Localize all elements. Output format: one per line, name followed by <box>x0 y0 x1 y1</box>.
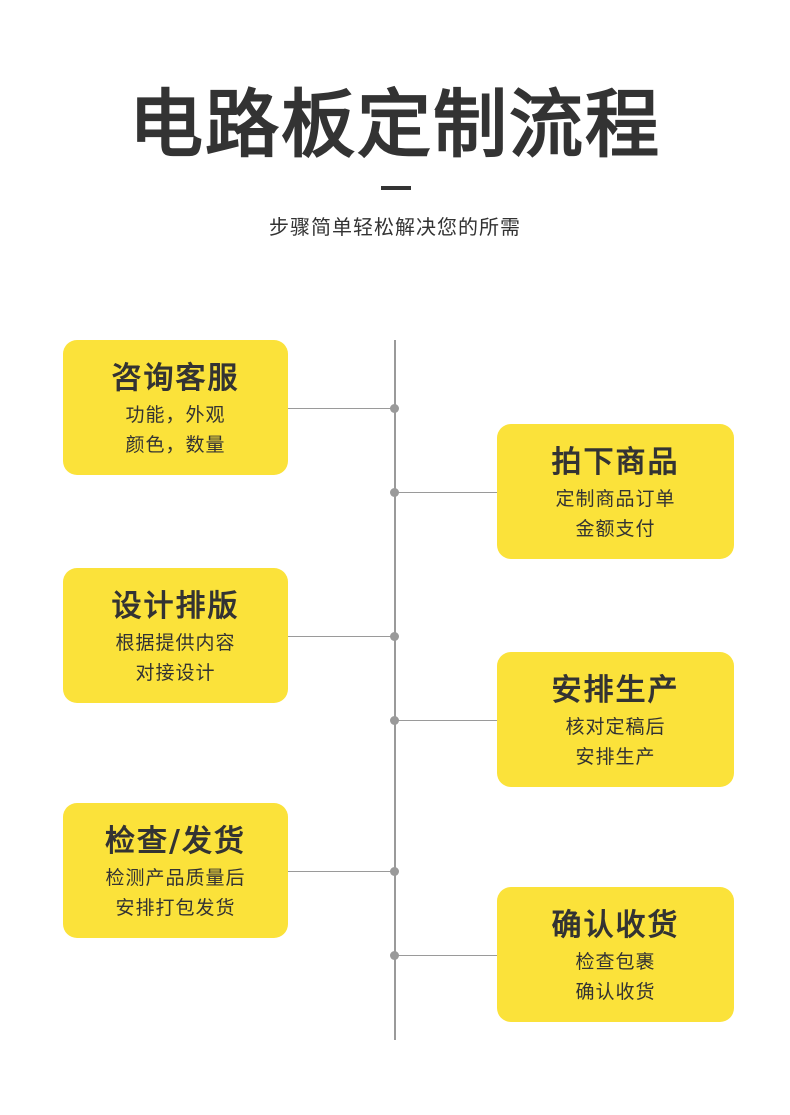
step-desc-line: 确认收货 <box>575 981 656 1003</box>
step-5-dot <box>390 867 399 876</box>
step-2-connector <box>395 492 498 493</box>
step-desc-line: 安排生产 <box>575 746 656 768</box>
step-desc-line: 安排打包发货 <box>115 897 236 919</box>
timeline-axis <box>394 340 396 1040</box>
step-card-order: 拍下商品 定制商品订单 金额支付 <box>497 424 734 559</box>
step-3-dot <box>390 632 399 641</box>
step-1-connector <box>288 408 395 409</box>
step-5-connector <box>288 871 395 872</box>
step-2-dot <box>390 488 399 497</box>
step-title: 确认收货 <box>551 908 680 943</box>
step-4-dot <box>390 716 399 725</box>
step-title: 设计排版 <box>111 589 240 624</box>
step-desc-line: 定制商品订单 <box>555 488 676 510</box>
step-3-connector <box>288 636 395 637</box>
step-title: 拍下商品 <box>551 445 680 480</box>
step-card-receive: 确认收货 检查包裹 确认收货 <box>497 887 734 1022</box>
step-1-dot <box>390 404 399 413</box>
step-desc-line: 检查包裹 <box>575 951 656 973</box>
step-card-consult: 咨询客服 功能，外观 颜色，数量 <box>63 340 288 475</box>
page-subtitle: 步骤简单轻松解决您的所需 <box>269 215 521 239</box>
step-6-dot <box>390 951 399 960</box>
step-desc-line: 颜色，数量 <box>125 434 226 456</box>
step-desc-line: 对接设计 <box>135 662 216 684</box>
step-title: 咨询客服 <box>111 361 240 396</box>
step-desc-line: 功能，外观 <box>125 404 226 426</box>
step-desc-line: 检测产品质量后 <box>105 867 246 889</box>
step-card-design: 设计排版 根据提供内容 对接设计 <box>63 568 288 703</box>
page-title: 电路板定制流程 <box>129 82 661 168</box>
step-title: 安排生产 <box>551 673 680 708</box>
step-desc-line: 核对定稿后 <box>565 716 666 738</box>
title-divider <box>381 186 411 190</box>
step-title: 检查/发货 <box>105 824 246 859</box>
step-card-inspect-ship: 检查/发货 检测产品质量后 安排打包发货 <box>63 803 288 938</box>
step-4-connector <box>395 720 498 721</box>
step-card-production: 安排生产 核对定稿后 安排生产 <box>497 652 734 787</box>
step-desc-line: 金额支付 <box>575 518 656 540</box>
step-desc-line: 根据提供内容 <box>115 632 236 654</box>
step-6-connector <box>395 955 498 956</box>
